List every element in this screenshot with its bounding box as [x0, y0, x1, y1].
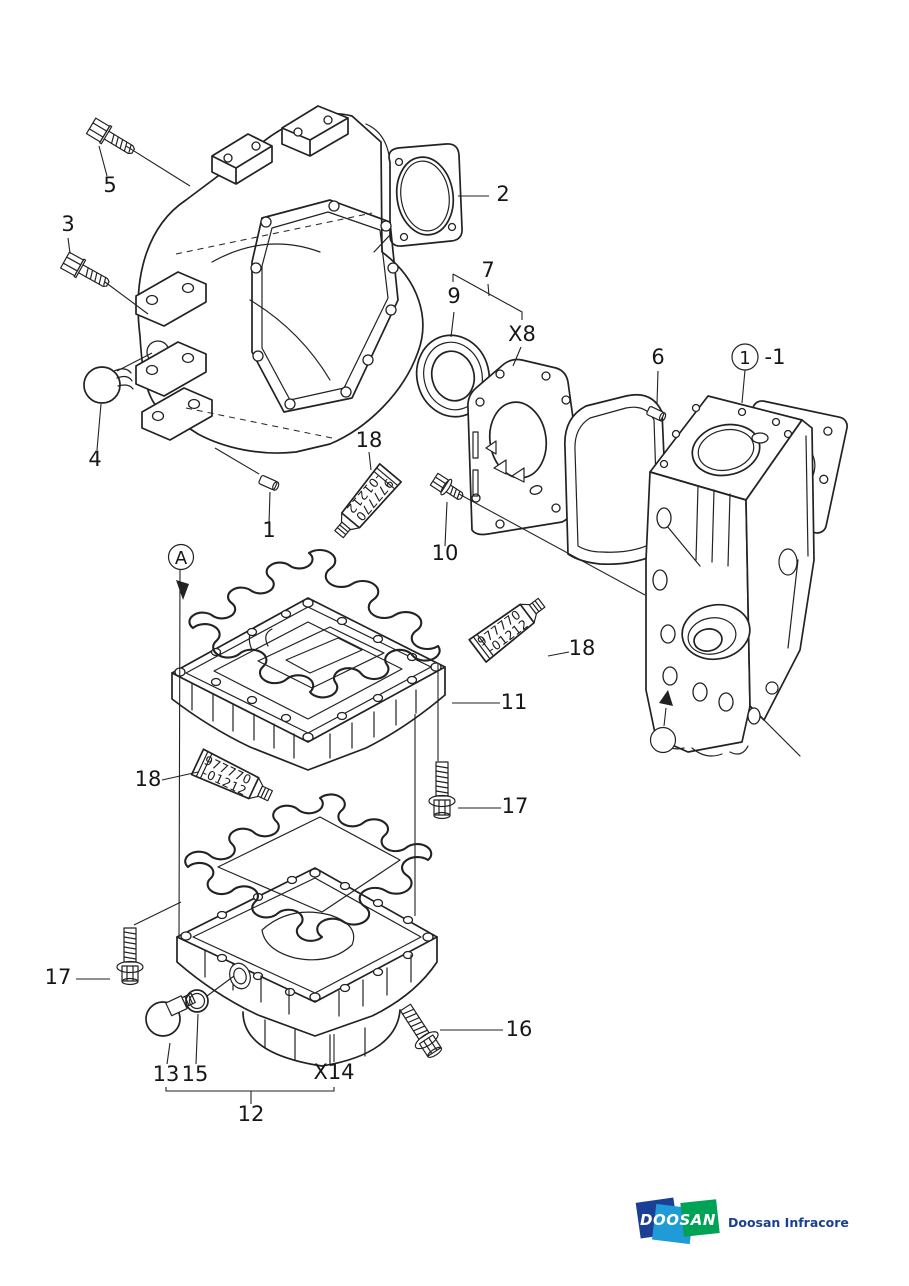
bolt-5: [85, 116, 139, 161]
logo-company-text: Doosan Infracore: [728, 1215, 849, 1230]
callout-4: 4: [88, 447, 101, 471]
callout-17-right: 17: [502, 794, 529, 818]
upper-pan-gasket: [188, 548, 441, 699]
callout-15: 15: [182, 1062, 209, 1086]
logo-brand-text: DOOSAN: [640, 1211, 716, 1229]
callout-x8: X8: [508, 322, 536, 346]
lower-oil-pan: [176, 867, 438, 1067]
sealant-tube-top: 977770 -01212: [327, 463, 403, 545]
leader-lines: [67, 145, 746, 1104]
o-ring: [185, 989, 209, 1013]
drain-plug: [145, 992, 196, 1037]
side-cover-gasket: [564, 393, 669, 566]
view-a-upper-label: A: [175, 548, 188, 569]
view-a-upper-circle: [167, 543, 195, 571]
sealant-tube-low: 977770 -01212: [190, 748, 277, 810]
callout-17-left: 17: [45, 965, 72, 989]
callout-18-mid: 18: [569, 636, 596, 660]
bolt-10: [428, 471, 468, 506]
callout-1-circled: 1: [739, 348, 750, 369]
callout-1-suffix: -1: [765, 345, 786, 369]
view-a-lower-circle: [649, 726, 677, 754]
callout-5: 5: [103, 173, 116, 197]
callout-13: 13: [153, 1062, 180, 1086]
callout-labels: 5 3 2 4 9 7 X8 6 1 -1 18 1 10 A 11 18 18…: [45, 173, 786, 1126]
callout-18-top: 18: [356, 428, 383, 452]
dowel-pin: [258, 475, 280, 491]
bolt-16: [393, 999, 448, 1063]
lower-pan-gasket: [184, 793, 433, 942]
callout-10: 10: [432, 541, 459, 565]
rear-seal-plate: [467, 358, 577, 536]
callout-9: 9: [447, 284, 460, 308]
callout-1-dowel: 1: [262, 518, 275, 542]
callout-3: 3: [61, 212, 74, 236]
cylinder-block: [645, 395, 848, 757]
callout-x14: X14: [313, 1060, 354, 1084]
callout-12: 12: [238, 1102, 265, 1126]
logo-square-green: [680, 1199, 720, 1237]
view-a-arrowhead-lower: [659, 690, 673, 706]
callout-6: 6: [651, 345, 664, 369]
callout-16: 16: [506, 1017, 533, 1041]
callout-1-circle: [731, 343, 759, 371]
doosan-logo: DOOSAN Doosan Infracore: [635, 1197, 849, 1245]
sealant-tube-mid: 977770 -01212: [468, 590, 551, 663]
callout-11: 11: [501, 690, 528, 714]
straight-pin: [646, 406, 667, 422]
view-a-arrowhead-upper: [176, 580, 189, 600]
upper-oil-pan: [171, 597, 446, 771]
callout-18-low: 18: [135, 767, 162, 791]
callout-2: 2: [496, 182, 509, 206]
bolt-17-right: [428, 761, 456, 820]
bolt-3: [59, 250, 114, 294]
bolt-17-left: [116, 927, 144, 986]
flywheel-housing: [135, 105, 463, 454]
blind-plug: [83, 366, 134, 404]
callout-7: 7: [481, 258, 494, 282]
